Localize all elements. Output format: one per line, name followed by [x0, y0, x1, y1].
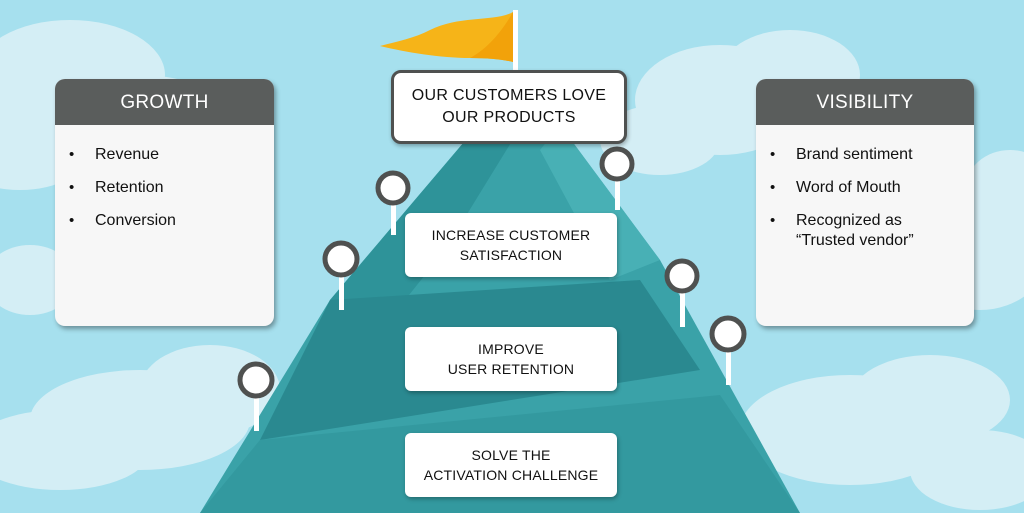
peak-goal-box: OUR CUSTOMERS LOVE OUR PRODUCTS [391, 70, 627, 144]
visibility-list: Brand sentiment Word of Mouth Recognized… [756, 125, 974, 251]
marker-icon [237, 361, 275, 431]
step-increase-satisfaction: INCREASE CUSTOMER SATISFACTION [405, 213, 617, 277]
growth-list: Revenue Retention Conversion [55, 125, 274, 231]
flag [380, 10, 518, 75]
list-item: Word of Mouth [770, 178, 974, 198]
marker-icon [664, 258, 700, 327]
list-item: Revenue [69, 145, 274, 165]
growth-panel-title: GROWTH [55, 79, 274, 125]
list-item: Conversion [69, 211, 274, 231]
marker-icon [375, 170, 411, 235]
step-solve-activation: SOLVE THE ACTIVATION CHALLENGE [405, 433, 617, 497]
list-item: Brand sentiment [770, 145, 974, 165]
step-improve-retention: IMPROVE USER RETENTION [405, 327, 617, 391]
visibility-panel: VISIBILITY Brand sentiment Word of Mouth… [756, 79, 974, 326]
marker-icon [599, 146, 635, 210]
marker-icon [322, 240, 360, 310]
growth-panel: GROWTH Revenue Retention Conversion [55, 79, 274, 326]
marker-icon [709, 315, 747, 385]
milestone-markers [237, 146, 747, 431]
visibility-panel-title: VISIBILITY [756, 79, 974, 125]
list-item: Retention [69, 178, 274, 198]
list-item: Recognized as “Trusted vendor” [770, 211, 974, 251]
